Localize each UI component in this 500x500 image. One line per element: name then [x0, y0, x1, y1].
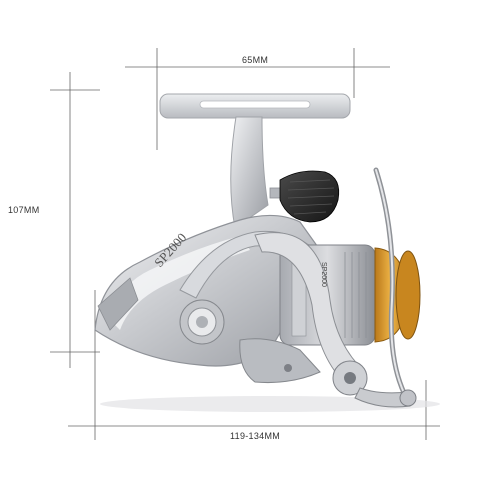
- dimension-lines: [50, 48, 440, 440]
- line-roller: [332, 360, 417, 408]
- line-roller-screw: [284, 364, 292, 372]
- reel-stem: [230, 116, 269, 229]
- dimension-width-label: 65MM: [240, 55, 271, 66]
- spool-gold-ring: [395, 250, 421, 340]
- dimension-length-label: 119-134MM: [228, 431, 283, 442]
- reel-lower-guard: [239, 338, 321, 384]
- side-knob: [179, 299, 225, 345]
- spool-model-text: SP2000: [320, 262, 327, 287]
- handle-knob: [269, 170, 340, 223]
- reel-shadow: [100, 396, 440, 412]
- dimension-height-label: 107MM: [6, 205, 42, 216]
- reel-body-dark-panel: [97, 277, 139, 331]
- reel-foot: [159, 93, 351, 119]
- bail-wire-shine: [375, 169, 406, 396]
